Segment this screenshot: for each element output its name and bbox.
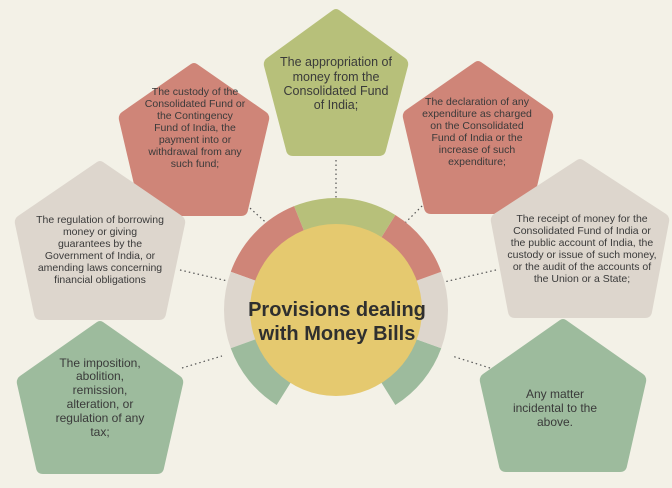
- item-upper-left: The custody of the Consolidated Fund or …: [144, 72, 246, 184]
- item-lower-left: The imposition, abolition, remission, al…: [52, 342, 148, 454]
- pentagon-left: [14, 161, 186, 320]
- center-circle: [250, 224, 422, 396]
- item-lower-right-text: Any matter incidental to the above.: [512, 387, 598, 429]
- item-left: The regulation of borrowing money or giv…: [36, 202, 164, 298]
- connector-left: [179, 269, 233, 283]
- item-top-text: The appropriation of money from the Cons…: [280, 55, 392, 113]
- pentagon-upper-right: [402, 61, 554, 214]
- pentagon-top: [263, 9, 409, 156]
- item-upper-left-text: The custody of the Consolidated Fund or …: [144, 85, 246, 171]
- pentagon-lower-left: [16, 321, 184, 474]
- item-top: The appropriation of money from the Cons…: [278, 36, 394, 132]
- ring-segments: [223, 198, 448, 405]
- item-left-text: The regulation of borrowing money or giv…: [36, 213, 164, 287]
- center-title: Provisions dealing with Money Bills: [248, 299, 426, 345]
- pentagon-lower-right: [479, 319, 647, 472]
- item-lower-right: Any matter incidental to the above.: [510, 374, 600, 444]
- ring-segment-upper-right: [380, 215, 442, 282]
- ring-segment-upper-left: [230, 206, 305, 282]
- pentagon-right: [490, 159, 670, 318]
- pentagon-shapes: [14, 9, 670, 474]
- ring-segment-top: [294, 198, 396, 239]
- connector-lower-left: [181, 355, 223, 369]
- item-upper-right: The declaration of any expenditure as ch…: [418, 82, 536, 182]
- item-right-text: The receipt of money for the Consolidate…: [507, 212, 657, 286]
- ring-segment-right: [414, 271, 448, 349]
- item-lower-left-text: The imposition, abolition, remission, al…: [55, 355, 145, 439]
- item-right: The receipt of money for the Consolidate…: [506, 196, 658, 302]
- ring-segment-lower-right: [380, 338, 442, 405]
- connector-right: [443, 269, 497, 283]
- item-upper-right-text: The declaration of any expenditure as ch…: [422, 95, 532, 169]
- ring-segment-left: [223, 271, 258, 349]
- pentagon-upper-left: [118, 63, 270, 216]
- ring-segment-lower-left: [230, 338, 292, 405]
- connector-lower-right: [451, 355, 491, 369]
